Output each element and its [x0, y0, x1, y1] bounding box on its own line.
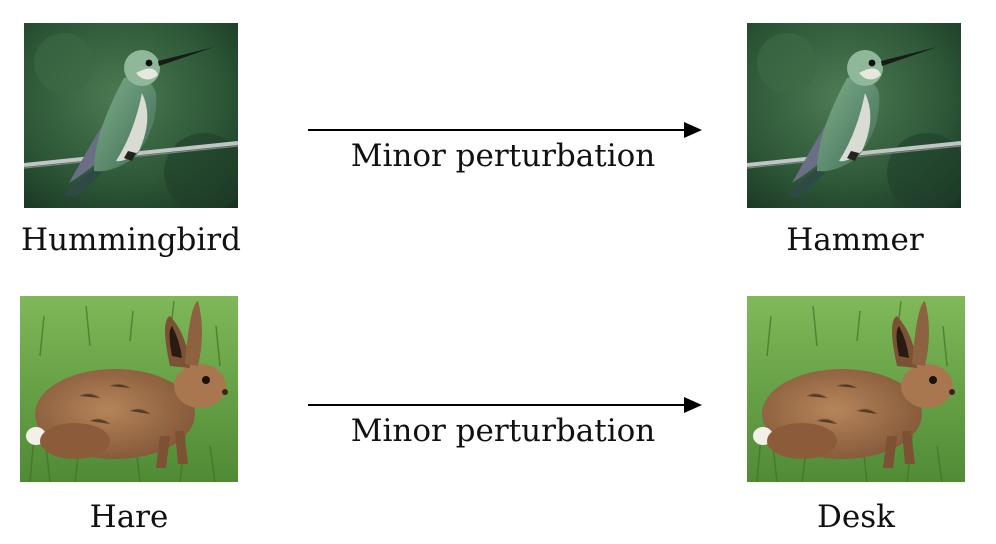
- hare-source-photo: [20, 296, 238, 482]
- hummingbird-perturbed-image: [747, 23, 961, 208]
- hare-perturbed-photo: [747, 296, 965, 482]
- target-label-hammer: Hammer: [786, 222, 924, 258]
- arrow-right-icon: [308, 397, 702, 413]
- source-label-hare: Hare: [89, 499, 169, 535]
- hummingbird-image: [24, 23, 238, 208]
- arrow-caption-row-2: Minor perturbation: [350, 413, 656, 449]
- source-label-hummingbird: Hummingbird: [21, 222, 241, 258]
- target-label-desk: Desk: [817, 499, 895, 535]
- arrow-caption-row-1: Minor perturbation: [350, 138, 656, 174]
- hummingbird-source-photo: [24, 23, 238, 208]
- hare-image: [20, 296, 238, 482]
- arrow-right-icon: [308, 122, 702, 138]
- hummingbird-perturbed-photo: [747, 23, 961, 208]
- hare-perturbed-image: [747, 296, 965, 482]
